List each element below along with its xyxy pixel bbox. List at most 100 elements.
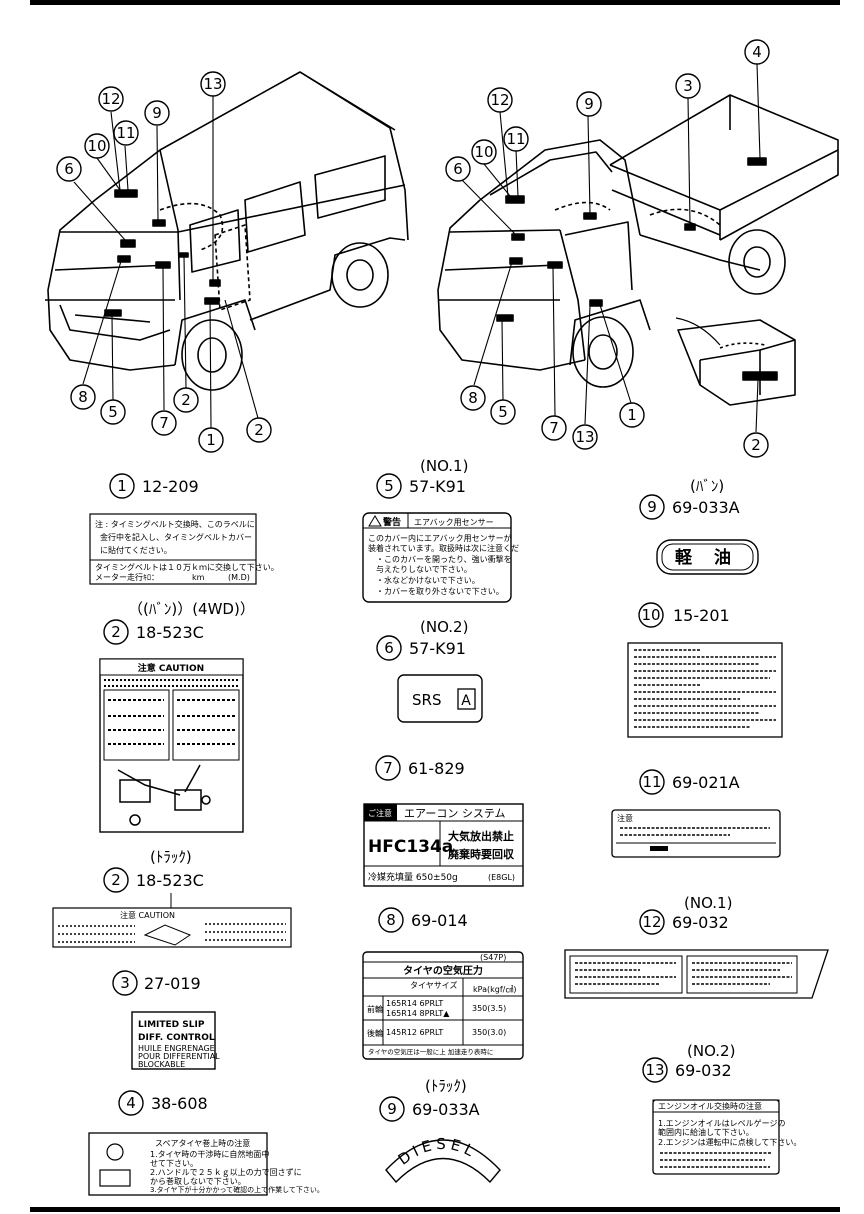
label-8: 8 69-014 (S47P) タイヤの空気圧力 タイヤサイズ kPa(kgf/… [362,907,524,1060]
svg-text:(NO.2): (NO.2) [420,618,468,636]
svg-text:前輪: 前輪 [367,1004,383,1014]
svg-text:LIMITED SLIP: LIMITED SLIP [138,1020,205,1030]
svg-text:11: 11 [506,130,525,148]
svg-text:6: 6 [64,160,74,178]
svg-text:69-021A: 69-021A [672,773,740,792]
label-4: 4 38-608 スペアタイヤ巻上時の注意 1.タイヤ時の干渉時に自然地面中 せ… [88,1090,324,1196]
svg-text:POUR DIFFERENTIAL: POUR DIFFERENTIAL [138,1052,220,1061]
svg-text:9: 9 [152,104,162,122]
svg-text:(NO.1): (NO.1) [684,894,732,912]
svg-text:5: 5 [384,477,394,495]
svg-text:警告: 警告 [383,516,401,528]
svg-text:km: km [192,573,205,582]
svg-text:13: 13 [203,75,222,93]
svg-text:7: 7 [159,414,169,432]
label-11: 11 69-021A 注意 [611,769,781,858]
svg-text:に貼付てください。: に貼付てください。 [100,545,172,555]
svg-text:69-032: 69-032 [675,1061,732,1080]
svg-text:13: 13 [575,428,594,446]
svg-text:8: 8 [386,911,396,929]
svg-text:18-523C: 18-523C [136,623,204,642]
svg-text:350(3.0): 350(3.0) [472,1028,506,1037]
svg-text:8: 8 [78,388,88,406]
svg-text:9: 9 [584,95,594,113]
svg-text:7: 7 [549,419,559,437]
svg-text:1.エンジンオイルはレベルゲージの: 1.エンジンオイルはレベルゲージの [658,1118,785,1128]
svg-text:8: 8 [468,389,478,407]
warning-icon [368,515,382,527]
svg-text:から巻取しないで下さい。: から巻取しないで下さい。 [150,1176,246,1186]
svg-text:57-K91: 57-K91 [409,477,466,496]
svg-text:(E8GL): (E8GL) [488,873,515,882]
label-3: 3 27-019 LIMITED SLIP DIFF. CONTROL HUIL… [112,970,220,1070]
svg-text:10: 10 [474,143,493,161]
svg-text:10: 10 [87,137,106,155]
svg-text:69-033A: 69-033A [672,498,740,517]
label-2-van: （(ﾊﾞﾝ)）(4WD)） 2 18-523C 注意 CAUTION [99,600,255,833]
svg-text:金行中を記入し、タイミングベルトカバー: 金行中を記入し、タイミングベルトカバー [100,532,252,542]
svg-text:2.ハンドルで２５ｋｇ以上の力で回さずに: 2.ハンドルで２５ｋｇ以上の力で回さずに [150,1167,302,1177]
svg-text:(NO.2): (NO.2) [687,1042,735,1060]
truck-drawing [437,94,839,406]
jack-icon [99,1169,131,1187]
svg-text:SRS: SRS [412,691,441,709]
svg-text:2: 2 [111,623,121,641]
label-1: 1 12-209 注 : タイミングベルト交換時、このラベルに 金行中を記入し、… [89,473,279,585]
van-leaders [73,96,259,429]
svg-text:ご注意: ご注意 [368,808,392,818]
svg-text:1.タイヤ時の干渉時に自然地面中: 1.タイヤ時の干渉時に自然地面中 [150,1149,269,1159]
svg-text:後輪: 後輪 [367,1028,383,1038]
svg-text:11: 11 [642,773,661,791]
van-drawing [45,71,409,391]
svg-text:タイヤサイズ: タイヤサイズ [410,980,458,990]
svg-text:注意 CAUTION: 注意 CAUTION [120,910,175,920]
svg-text:・このカバーを開ったり、強い衝撃を: ・このカバーを開ったり、強い衝撃を [376,554,512,564]
svg-text:13: 13 [645,1061,664,1079]
svg-text:スペアタイヤ巻上時の注意: スペアタイヤ巻上時の注意 [155,1138,250,1148]
truck-leaders [461,63,761,433]
svg-text:4: 4 [126,1094,136,1112]
label-5: (NO.1) 5 57-K91 警告 エアバック用センサー このカバー内にエアバ… [362,457,519,603]
svg-text:145R12 6PRLT: 145R12 6PRLT [386,1028,443,1037]
svg-text:タイヤの空気圧力: タイヤの空気圧力 [403,964,483,977]
svg-text:3: 3 [120,974,130,992]
svg-text:kPa(kgf/㎠): kPa(kgf/㎠) [473,985,516,994]
label-13: (NO.2) 13 69-032 エンジンオイル交換時の注意 1.エンジンオイル… [642,1042,801,1175]
svg-text:165R14 6PRLT: 165R14 6PRLT [386,999,443,1008]
svg-text:DIFF. CONTROL: DIFF. CONTROL [138,1033,215,1043]
svg-text:(ﾊﾞﾝ): (ﾊﾞﾝ) [690,477,724,495]
truck-callouts: 4 12 9 3 10 11 6 8 5 7 13 1 2 [445,39,770,458]
svg-text:軽 油: 軽 油 [675,547,739,568]
tire-icon [106,1143,124,1161]
svg-text:BLOCKABLE: BLOCKABLE [138,1060,185,1069]
svg-text:9: 9 [647,498,657,516]
svg-text:350(3.5): 350(3.5) [472,1004,506,1013]
svg-text:せて下さい。: せて下さい。 [150,1159,198,1168]
svg-text:69-032: 69-032 [672,913,729,932]
svg-text:このカバー内にエアバック用センサーが: このカバー内にエアバック用センサーが [368,533,512,543]
svg-text:・カバーを取り外さないで下さい。: ・カバーを取り外さないで下さい。 [376,586,504,596]
svg-text:2: 2 [111,871,121,889]
svg-text:2: 2 [751,436,761,454]
svg-text:A: A [461,693,471,709]
svg-text:15-201: 15-201 [673,606,730,625]
svg-text:大気放出禁止: 大気放出禁止 [448,829,514,843]
svg-text:3.タイヤ下が十分かかって確認の上で作業して下さい。: 3.タイヤ下が十分かかって確認の上で作業して下さい。 [150,1185,324,1194]
svg-text:（(ﾊﾞﾝ)）(4WD)）: （(ﾊﾞﾝ)）(4WD)） [128,600,255,618]
svg-text:5: 5 [498,403,508,421]
svg-text:12: 12 [101,90,120,108]
svg-text:69-033A: 69-033A [412,1100,480,1119]
svg-text:注意: 注意 [617,813,633,823]
svg-text:(M.D): (M.D) [228,573,250,582]
svg-text:6: 6 [453,160,463,178]
label-2-truck: (ﾄﾗｯｸ) 2 18-523C 注意 CAUTION [52,848,292,948]
svg-text:装着されています。取扱時は次に注意くだ: 装着されています。取扱時は次に注意くだ [368,543,519,553]
svg-text:タイヤの空気圧は一般に上 加速走り表時に: タイヤの空気圧は一般に上 加速走り表時に [368,1047,493,1056]
van-callouts: 12 9 13 10 11 6 8 5 7 2 1 2 [56,71,272,453]
label-12: (NO.1) 12 69-032 [564,894,829,999]
bottom-rule [30,1207,840,1212]
svg-text:69-014: 69-014 [411,911,468,930]
svg-text:12-209: 12-209 [142,477,199,496]
label-9-truck: (ﾄﾗｯｸ) 9 69-033A DIESEL [379,1077,501,1184]
